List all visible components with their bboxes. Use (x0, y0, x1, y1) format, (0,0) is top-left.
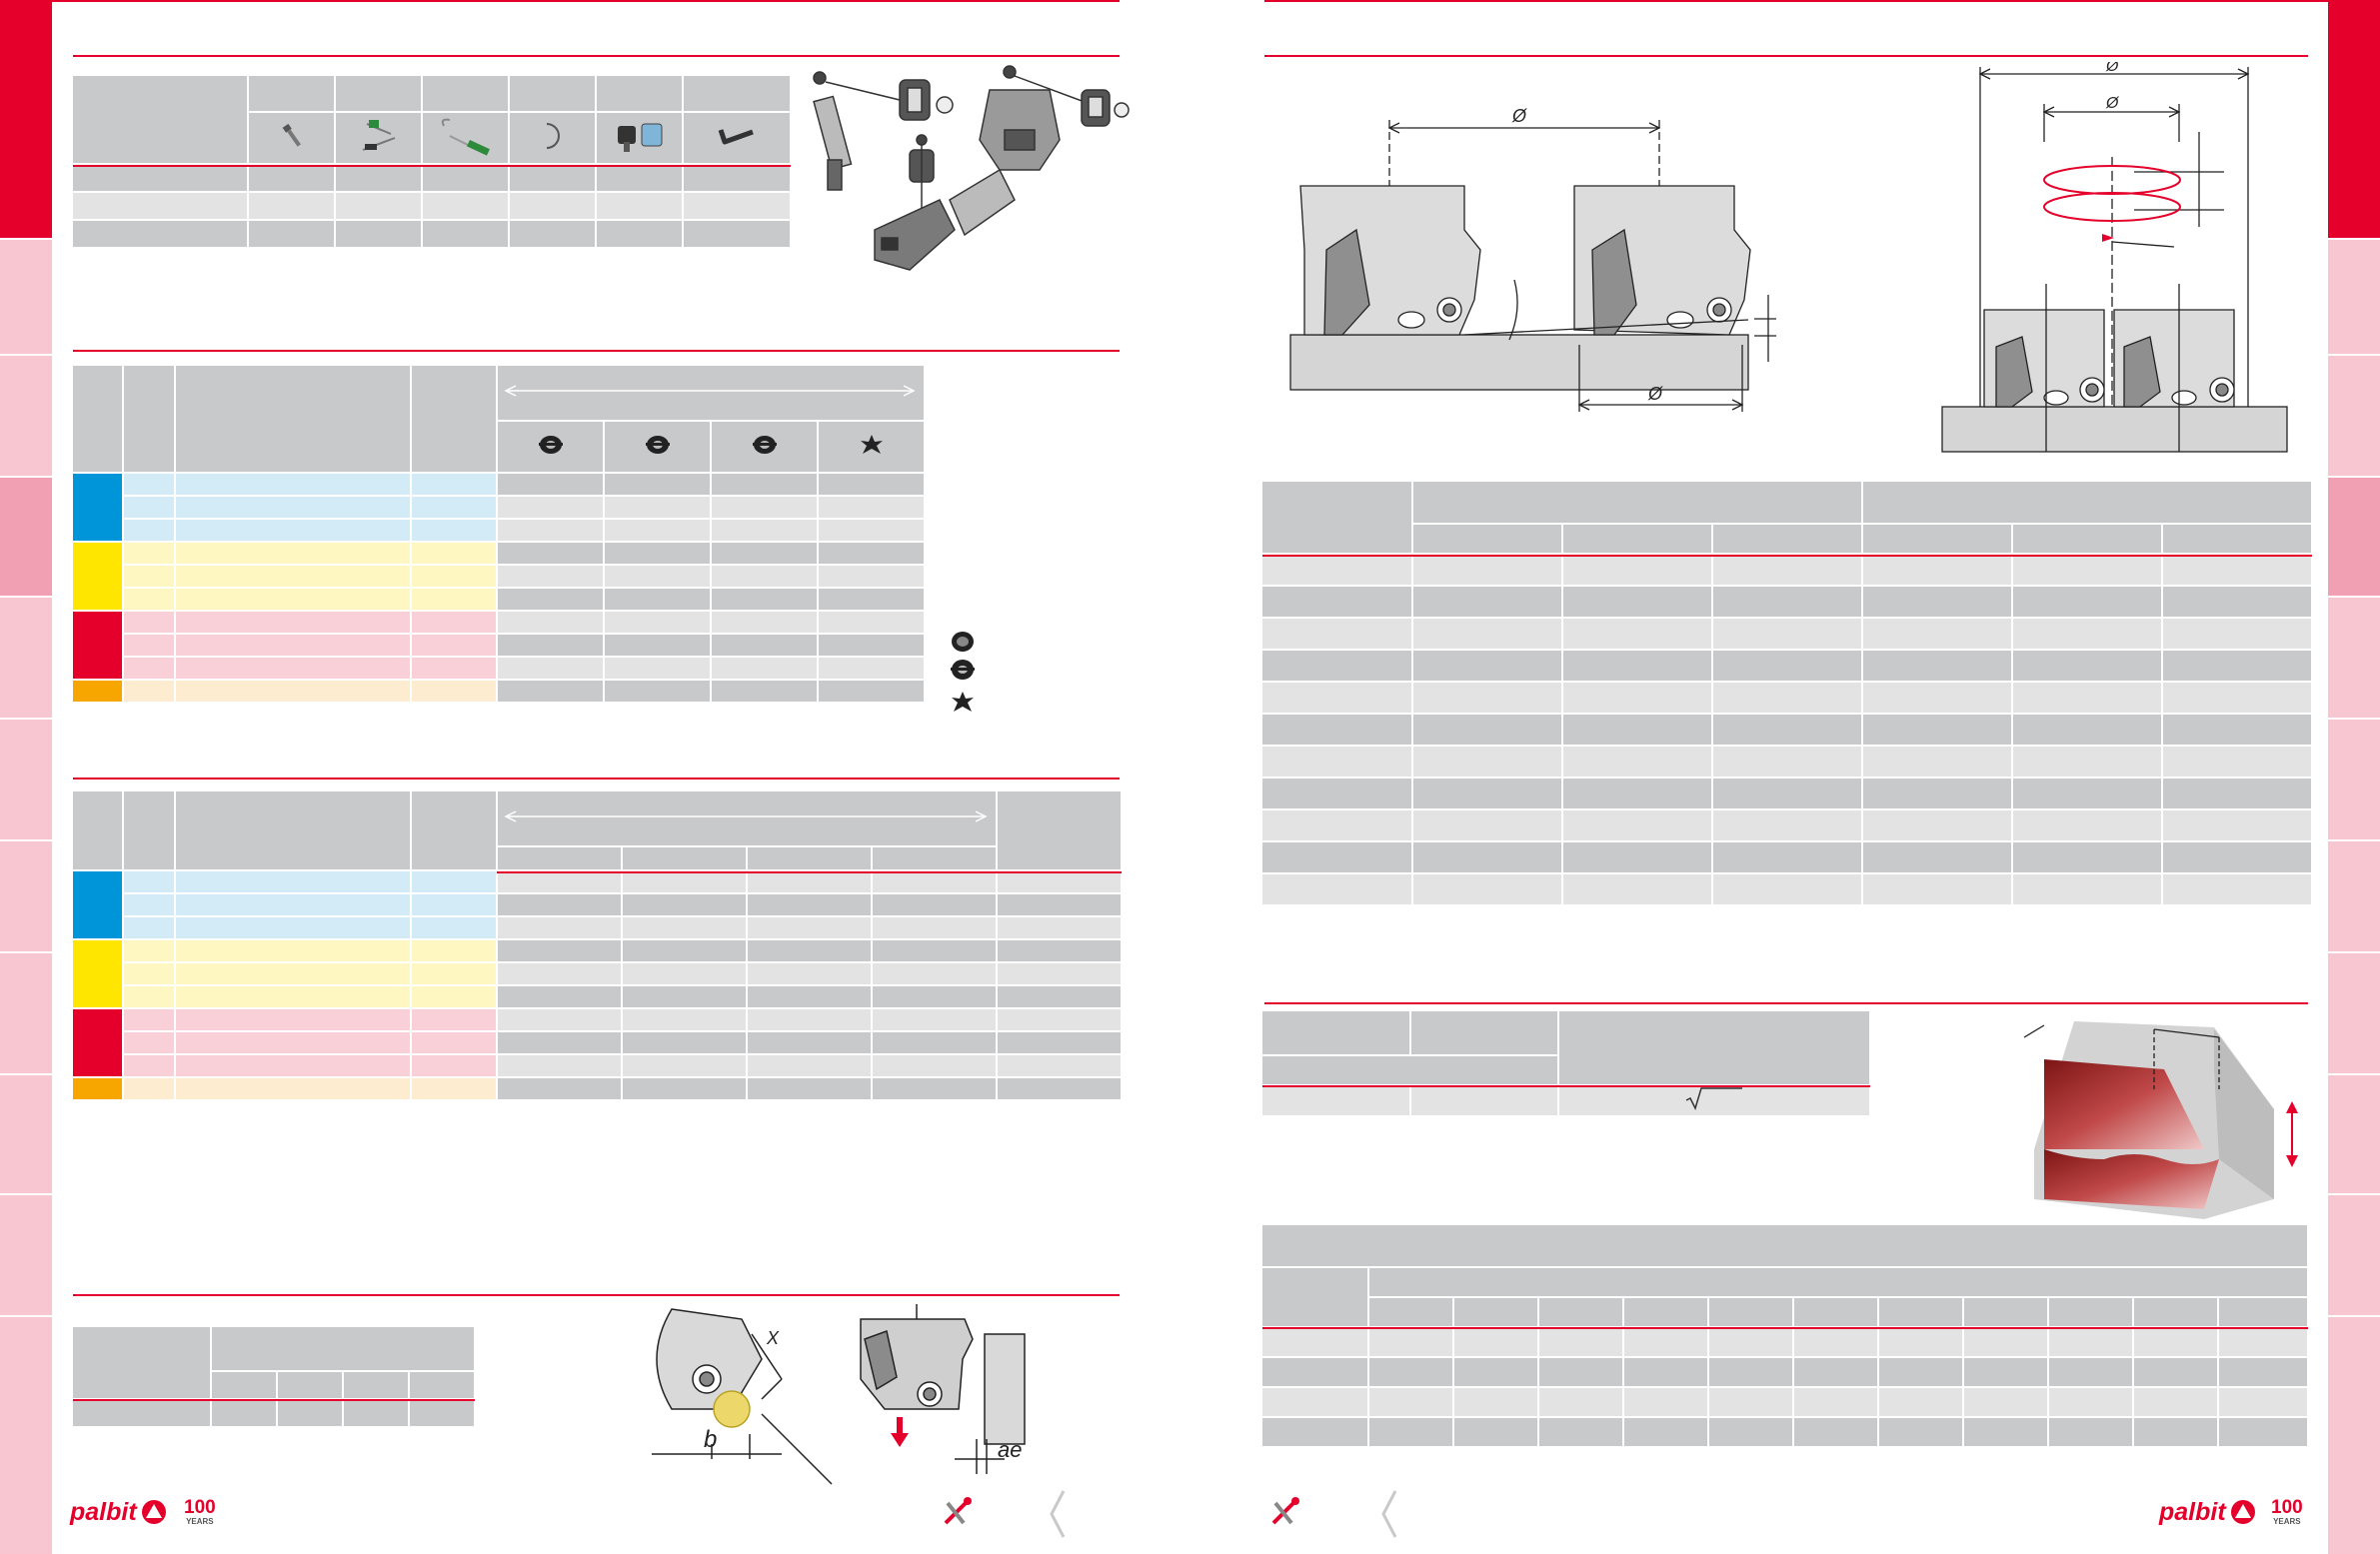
brand-triangle-icon-right (2230, 1500, 2255, 1524)
allen-key-icon (718, 128, 754, 144)
next-page-chevron-icon[interactable] (1379, 1489, 1397, 1539)
scallop-workpiece-illustration (2023, 1021, 2298, 1219)
edge-tab-10[interactable] (0, 1195, 52, 1315)
brand-wordmark: palbit (70, 1497, 137, 1526)
spare-parts-header-rule (73, 165, 791, 167)
spare-parts-table (73, 76, 792, 249)
edge-tab-r10[interactable] (2328, 1195, 2380, 1315)
chip-thickness-header-rule (73, 1399, 475, 1401)
tools-icon[interactable] (940, 1495, 976, 1529)
ramp-dia-bottom: Ø (1647, 384, 1663, 404)
edge-tab-r7[interactable] (2328, 841, 2380, 951)
edge-tab-1[interactable] (0, 0, 52, 238)
radial-engagement-diagram: ae (860, 1304, 1026, 1474)
chip-thickness-diagram: b X (652, 1308, 833, 1485)
torque-wrench-icon (617, 123, 662, 152)
square-root-icon (1685, 1087, 1742, 1111)
snap-ring-icon (546, 122, 560, 149)
helix-dia-outer: Ø (2105, 62, 2120, 75)
section-rule-spare-parts (73, 55, 1120, 57)
ramping-diagram: Ø Ø (1289, 106, 1776, 412)
edge-tab-r4[interactable] (2328, 478, 2380, 596)
legend-cross-insert-icon (952, 692, 974, 712)
edge-tab-r5[interactable] (2328, 598, 2380, 718)
insert-grade-icon (645, 435, 670, 454)
section-rule-roughness (1264, 1002, 2308, 1004)
tools-icon-right[interactable] (1267, 1495, 1303, 1529)
chip-x-label: X (766, 1328, 780, 1348)
cutting-data-table-2 (73, 791, 1123, 1101)
range-arrow (504, 385, 916, 397)
edge-tab-5[interactable] (0, 598, 52, 718)
edge-tab-11[interactable] (0, 1317, 52, 1554)
ae-label: ae (998, 1437, 1022, 1462)
roughness-table (1262, 1011, 1871, 1117)
footer-right-logo: palbit (2159, 1497, 2256, 1527)
top-rule-left (52, 0, 1120, 2)
brand-wordmark-right: palbit (2159, 1497, 2226, 1526)
section-rule-dimensions (1264, 55, 2308, 57)
edge-tab-9[interactable] (0, 1075, 52, 1193)
legend-solid-insert-icon (952, 632, 974, 652)
screw-icon (282, 123, 301, 147)
range-arrow (504, 810, 988, 822)
edge-tab-r2[interactable] (2328, 240, 2380, 354)
roughness-header-rule (1262, 1085, 1870, 1087)
edge-tab-2[interactable] (0, 240, 52, 354)
feed-table (1262, 1225, 2310, 1448)
dimensions-header-rule (1262, 555, 2312, 557)
footer-right-centennial: 100 YEARS (2271, 1497, 2303, 1526)
edge-tab-3[interactable] (0, 356, 52, 476)
edge-tab-r6[interactable] (2328, 720, 2380, 839)
edge-tab-6[interactable] (0, 720, 52, 839)
section-rule-cutting-data-2 (73, 777, 1120, 779)
insert-grade-icon (752, 435, 777, 454)
prev-page-chevron-icon[interactable] (1048, 1489, 1066, 1539)
centennial-label: YEARS (186, 1517, 214, 1526)
insert-grade-icon (538, 435, 563, 454)
chip-thickness-table (73, 1327, 476, 1428)
edge-tab-r1[interactable] (2328, 0, 2380, 238)
legend-grade-insert-icon (951, 660, 975, 680)
footer-left-centennial: 100 YEARS (184, 1497, 216, 1526)
cutting-data-table-1 (73, 366, 926, 704)
dimensions-table (1262, 482, 2314, 906)
centennial-number: 100 (184, 1497, 216, 1518)
torx-key-icon (362, 119, 395, 151)
section-rule-cutting-data-1 (73, 350, 1120, 352)
centennial-number-right: 100 (2271, 1497, 2303, 1518)
top-rule-right (1264, 0, 2328, 2)
edge-tab-7[interactable] (0, 841, 52, 951)
helical-interpolation-diagram: Ø Ø (1941, 62, 2288, 453)
brand-triangle-icon (141, 1500, 166, 1524)
cutter-assembly-illustration (813, 65, 1130, 271)
screwdriver-icon (441, 118, 490, 156)
section-rule-chip-thickness (73, 1294, 1120, 1296)
edge-tab-r3[interactable] (2328, 356, 2380, 476)
edge-tab-4[interactable] (0, 478, 52, 596)
edge-tab-r9[interactable] (2328, 1075, 2380, 1193)
edge-tab-r8[interactable] (2328, 953, 2380, 1073)
feed-table-header-rule (1262, 1327, 2308, 1329)
footer-left-logo: palbit (70, 1497, 167, 1527)
centennial-label-right: YEARS (2273, 1517, 2301, 1526)
helix-dia-inner: Ø (2105, 95, 2120, 112)
cross-insert-icon (860, 434, 883, 454)
ramp-dia-top: Ø (1511, 106, 1527, 126)
edge-tab-8[interactable] (0, 953, 52, 1073)
chip-b-label: b (704, 1426, 717, 1453)
edge-tab-r11[interactable] (2328, 1317, 2380, 1554)
cutting-data-2-header-rule (497, 871, 1122, 873)
